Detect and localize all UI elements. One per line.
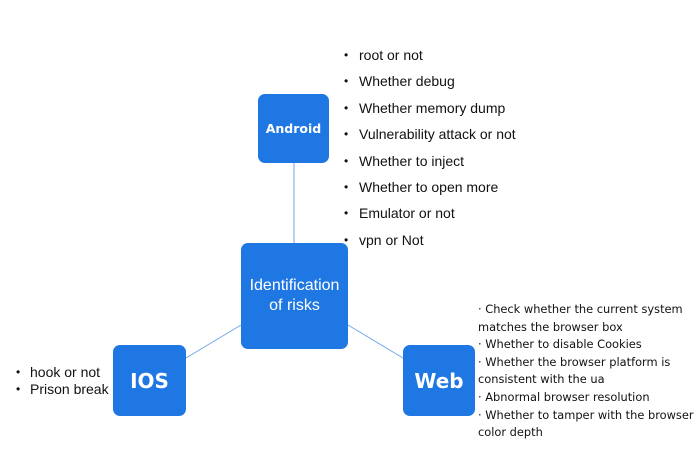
web-risk-item: · Whether to tamper with the browser col… — [478, 407, 694, 440]
ios-risk-list: •hook or not •Prison break — [16, 364, 109, 398]
web-risk-list: · Check whether the current system match… — [478, 301, 700, 442]
android-risk-item: •Whether memory dump — [342, 97, 516, 123]
web-risk-item: · Abnormal browser resolution — [478, 389, 650, 404]
bullet-icon: • — [344, 100, 349, 115]
android-risk-item: •root or not — [342, 44, 516, 70]
android-risk-item: •Whether to open more — [342, 176, 516, 202]
center-node-label-line2: of risks — [269, 297, 320, 314]
bullet-icon: • — [344, 127, 349, 142]
web-risk-item: · Check whether the current system match… — [478, 302, 683, 334]
android-node-label: Android — [265, 121, 322, 136]
android-risk-item: •Whether debug — [342, 70, 516, 96]
bullet-icon: • — [344, 232, 349, 247]
android-risk-item: •Emulator or not — [342, 202, 516, 228]
bullet-icon: • — [16, 365, 21, 379]
ios-node: IOS — [113, 345, 186, 416]
ios-node-label: IOS — [130, 368, 169, 393]
android-risk-item: •Vulnerability attack or not — [342, 123, 516, 149]
center-node-label-line1: Identification — [249, 277, 340, 294]
bullet-icon: • — [344, 74, 349, 89]
web-node: Web — [403, 345, 475, 416]
bullet-icon: • — [344, 153, 349, 168]
ios-risk-item: •Prison break — [16, 381, 109, 397]
ios-risk-item: •hook or not — [16, 364, 101, 380]
web-risk-item: · Whether the browser platform is consis… — [478, 354, 671, 387]
bullet-icon: • — [16, 382, 21, 396]
connector-ios — [185, 324, 242, 359]
android-risk-item: •Whether to inject — [342, 150, 516, 176]
android-risk-list: •root or not •Whether debug •Whether mem… — [342, 44, 516, 255]
web-risk-item: · Whether to disable Cookies — [478, 337, 642, 352]
center-node: Identification of risks — [241, 243, 348, 349]
android-risk-item: •vpn or Not — [342, 229, 516, 255]
center-node-label: Identification of risks — [250, 276, 340, 316]
android-node: Android — [258, 94, 329, 163]
bullet-icon: • — [344, 206, 349, 221]
bullet-icon: • — [344, 48, 349, 62]
web-node-label: Web — [414, 368, 464, 393]
bullet-icon: • — [344, 179, 349, 194]
connector-web — [347, 324, 404, 359]
